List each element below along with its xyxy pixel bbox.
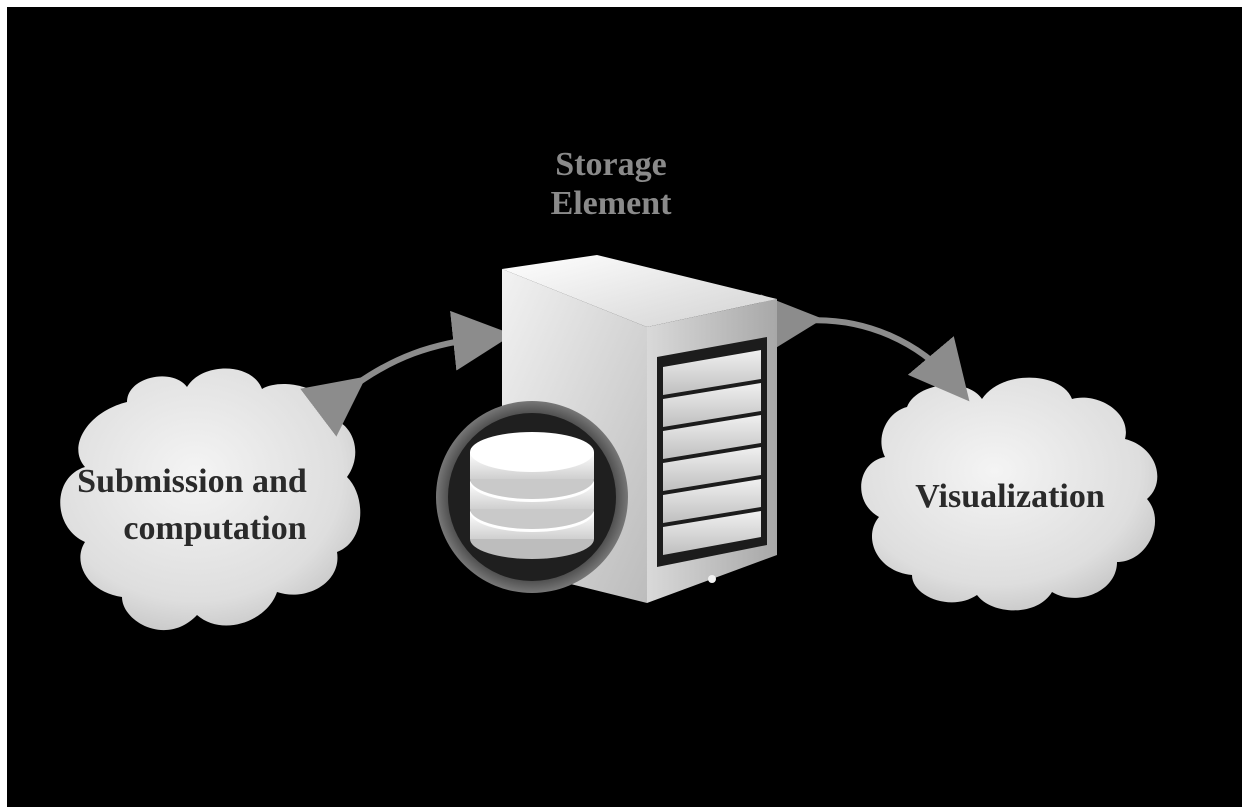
left-cloud-line2: computation: [123, 510, 306, 547]
left-cloud-line1: Submission and: [77, 463, 307, 500]
left-cloud-shape: [60, 368, 361, 631]
storage-title-line2: Element: [551, 185, 673, 222]
storage-title-line1: Storage: [555, 146, 666, 183]
double-arrow-icon: [760, 294, 970, 402]
database-icon: [436, 401, 628, 593]
right-cloud-shape: [861, 377, 1158, 611]
right-cloud-label: Visualization: [915, 478, 1105, 515]
diagram-svg: Storage Element Submission and computati…: [60, 146, 1158, 631]
cloud-icon: [861, 377, 1158, 611]
double-arrow-icon: [300, 310, 513, 437]
diagram-canvas: Storage Element Submission and computati…: [7, 7, 1242, 807]
cloud-icon: [60, 368, 361, 631]
